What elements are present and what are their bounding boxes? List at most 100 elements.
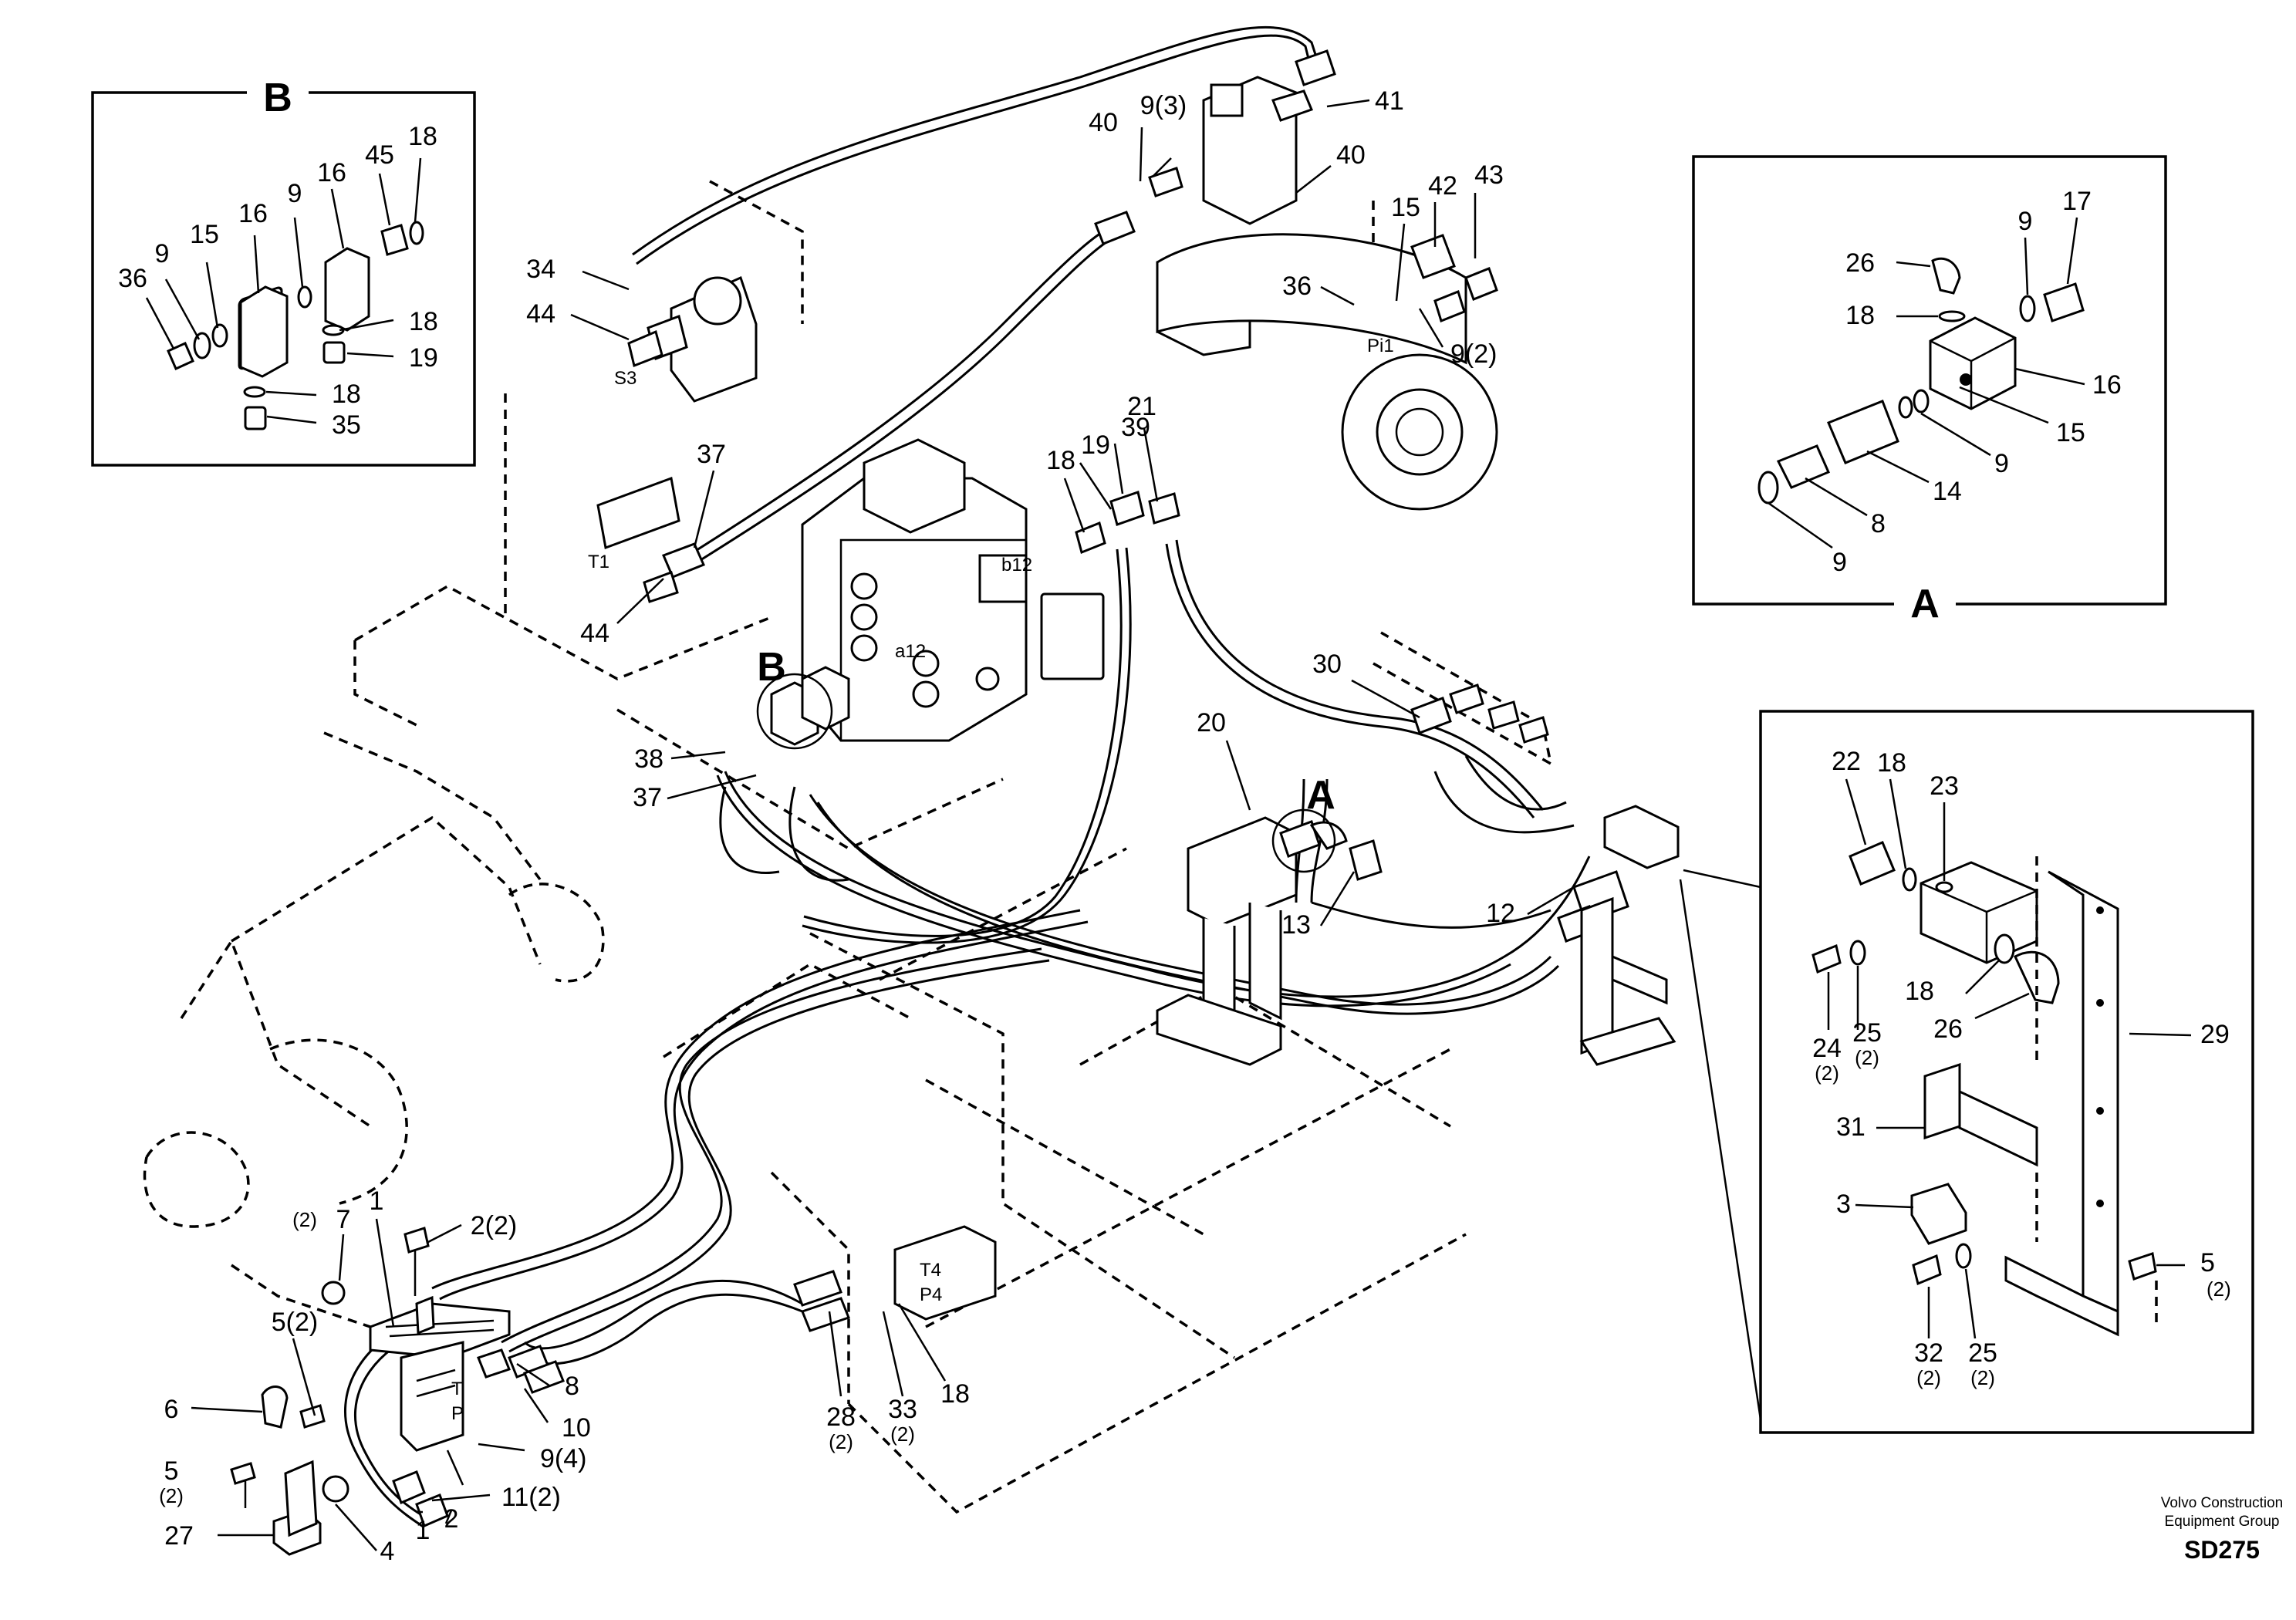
callout-a-18: 18	[1845, 301, 1875, 330]
callout-12: 12	[1486, 899, 1515, 928]
callout-37b: 37	[633, 783, 662, 812]
callout-4: 4	[380, 1537, 395, 1566]
callout-b-18b: 18	[409, 307, 438, 336]
port-p4: P4	[920, 1284, 942, 1305]
detail-a: A 26 9 17 18 16 15 9 14 8 9	[1692, 155, 2167, 626]
callout-br-18b: 18	[1905, 977, 1934, 1006]
drawing-code: SD275	[2184, 1536, 2260, 1564]
callout-br-29: 29	[2200, 1020, 2230, 1049]
callout-9-2: 9(2)	[1450, 339, 1497, 369]
callout-20: 20	[1197, 708, 1226, 737]
callout-a-9b: 9	[1994, 449, 2009, 478]
callout-a-17: 17	[2062, 187, 2092, 216]
bracket-detail: 22 18 23 24 (2) 25 (2) 18 26 29 31 3 32 …	[1679, 710, 2254, 1434]
callout-5b: 5	[164, 1456, 179, 1486]
callout-a-14: 14	[1933, 477, 1962, 506]
callout-36: 36	[1282, 272, 1312, 301]
callout-38: 38	[634, 744, 663, 774]
detail-a-label: A	[1910, 582, 1940, 626]
callout-33: 33	[888, 1395, 917, 1424]
callout-11-2: 11(2)	[501, 1483, 561, 1512]
callout-5-2a: 5(2)	[272, 1308, 318, 1337]
callout-19: 19	[1081, 430, 1110, 460]
callout-br-32: 32	[1914, 1338, 1943, 1368]
port-s3: S3	[614, 368, 636, 389]
callout-8: 8	[565, 1372, 579, 1401]
callout-2-2: 2(2)	[471, 1211, 517, 1240]
callout-br-32-qty: (2)	[1916, 1366, 1941, 1389]
callout-33-qty: (2)	[890, 1423, 915, 1446]
callout-13: 13	[1281, 910, 1311, 940]
view-marker-b: B	[757, 645, 786, 690]
callout-a-26: 26	[1845, 248, 1875, 278]
callout-br-22: 22	[1832, 747, 1861, 776]
signature-line-1: Volvo Construction	[2161, 1495, 2283, 1511]
callout-br-5-qty: (2)	[2207, 1277, 2231, 1301]
callout-b-18c: 18	[332, 380, 361, 409]
port-p: P	[451, 1403, 464, 1424]
callout-br-5: 5	[2200, 1248, 2215, 1277]
callout-1b: 1	[416, 1516, 430, 1545]
callout-28-qty: (2)	[829, 1430, 853, 1453]
callout-34: 34	[526, 255, 555, 284]
callout-br-24-qty: (2)	[1815, 1061, 1839, 1085]
callout-b-9b: 9	[288, 179, 302, 208]
callout-b-9a: 9	[155, 239, 170, 268]
callout-6: 6	[164, 1395, 179, 1424]
port-b12: b12	[1001, 555, 1032, 575]
callout-br-24: 24	[1812, 1034, 1842, 1063]
callout-2b: 2	[444, 1504, 459, 1534]
callout-44b: 44	[580, 619, 609, 648]
callout-br-25b-qty: (2)	[1970, 1366, 1995, 1389]
callout-a-9c: 9	[1832, 548, 1847, 577]
callout-br-18a: 18	[1877, 748, 1906, 778]
callout-b-35: 35	[332, 410, 361, 440]
callout-b-45: 45	[365, 140, 394, 170]
callout-44a: 44	[526, 299, 555, 329]
port-t1: T1	[588, 552, 609, 572]
callout-br-31: 31	[1836, 1112, 1866, 1142]
port-t4: T4	[920, 1260, 941, 1281]
callout-7: 7	[336, 1205, 351, 1234]
callout-9-3: 9(3)	[1140, 91, 1187, 120]
port-t: T	[451, 1379, 463, 1399]
callout-43: 43	[1474, 160, 1504, 190]
callout-40a: 40	[1089, 108, 1118, 137]
callout-b-36: 36	[118, 264, 147, 293]
callout-br-23: 23	[1930, 771, 1959, 801]
callout-1a: 1	[370, 1186, 384, 1216]
callout-37a: 37	[697, 440, 726, 469]
callout-br-26: 26	[1933, 1014, 1963, 1044]
signature-block: Volvo Construction Equipment Group SD275	[2161, 1495, 2283, 1564]
signature-line-2: Equipment Group	[2165, 1514, 2280, 1530]
callout-b-18a: 18	[408, 122, 437, 151]
callout-18b: 18	[940, 1379, 970, 1409]
callout-18: 18	[1046, 446, 1075, 475]
callout-28: 28	[826, 1402, 856, 1432]
callout-27: 27	[164, 1521, 194, 1551]
callout-a-9a: 9	[2018, 207, 2033, 236]
callout-7-qty: (2)	[292, 1208, 317, 1231]
callout-30: 30	[1312, 650, 1342, 679]
callout-40b: 40	[1336, 140, 1366, 170]
callout-15: 15	[1391, 193, 1420, 222]
main-assembly: B A S3 T1 Pi1 b12 a12 T4 P4 T P 41 9(3) …	[143, 25, 1680, 1566]
callout-br-3: 3	[1836, 1190, 1851, 1219]
callout-21: 21	[1127, 392, 1156, 421]
callout-b-15: 15	[190, 220, 219, 249]
callout-b-16b: 16	[317, 158, 346, 187]
view-marker-a: A	[1306, 773, 1335, 818]
detail-b-label: B	[263, 76, 292, 120]
callout-41: 41	[1375, 86, 1404, 116]
callout-9-4: 9(4)	[540, 1444, 586, 1473]
callout-10: 10	[562, 1413, 591, 1443]
port-pi1: Pi1	[1367, 336, 1394, 356]
callout-a-8: 8	[1871, 509, 1886, 538]
callout-br-25a: 25	[1852, 1018, 1882, 1048]
detail-b: B 36 9 15 16 9 16 45 18	[91, 74, 476, 467]
callout-b-16a: 16	[238, 199, 268, 228]
port-a12: a12	[895, 641, 926, 662]
callout-a-16: 16	[2092, 370, 2122, 400]
callout-b-19: 19	[409, 343, 438, 373]
